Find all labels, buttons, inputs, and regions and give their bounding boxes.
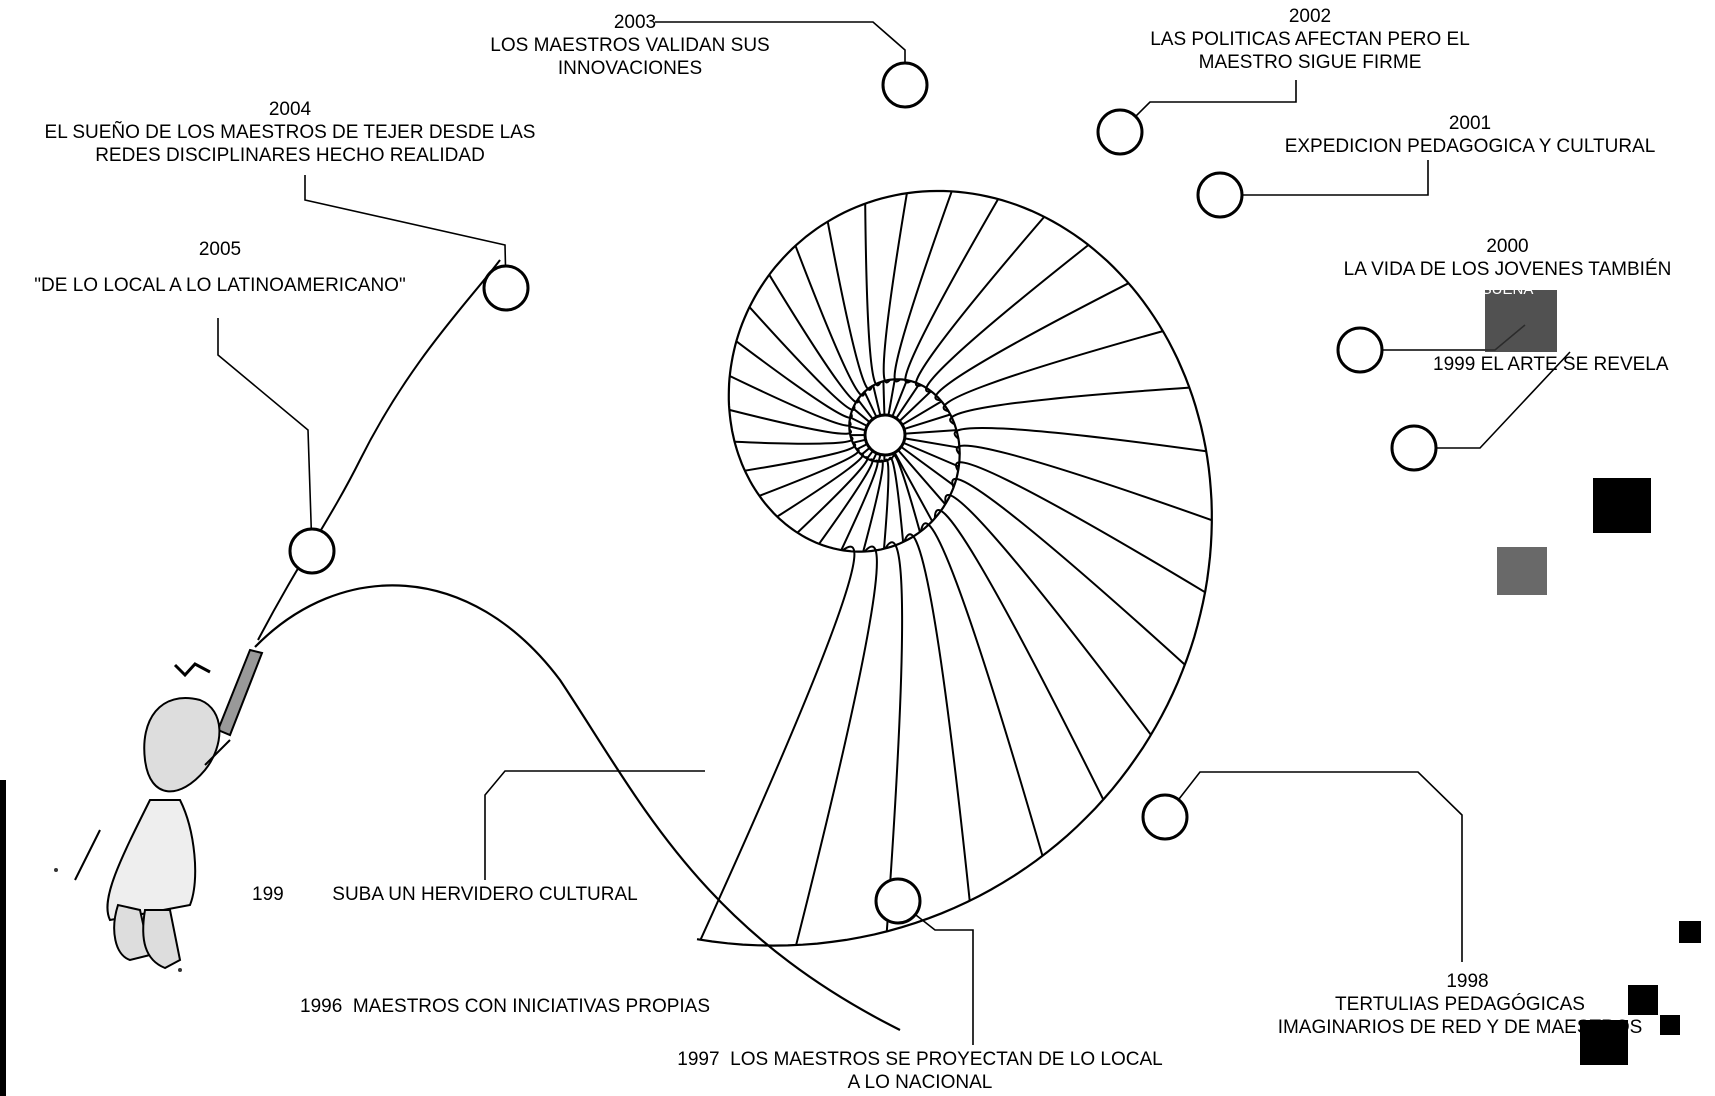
milestone-text: "DE LO LOCAL A LO LATINOAMERICANO" (10, 274, 430, 297)
milestone-year: 2004 (10, 98, 570, 121)
leader-line-m2001 (1220, 160, 1428, 195)
milestone-2003-label: 2003 LOS MAESTROS VALIDAN SUS INNOVACION… (470, 11, 790, 80)
spiral-rib (865, 204, 880, 386)
milestone-1996-label: 1996 MAESTROS CON INICIATIVAS PROPIAS (300, 995, 710, 1018)
spiral-tail-curve (255, 585, 900, 1030)
spiral-rib (952, 479, 1185, 665)
milestone-node-m2004 (484, 266, 528, 310)
milestone-year: 2002 (1120, 5, 1500, 28)
milestone-node-m1999 (1392, 426, 1436, 470)
spiral-ribs (701, 191, 1212, 945)
milestone-text: LAS POLITICAS AFECTAN PERO EL (1120, 28, 1500, 51)
milestone-text: A LO NACIONAL (640, 1071, 1200, 1094)
milestone-node-m1998 (1143, 795, 1187, 839)
milestone-year: 2003 (470, 11, 790, 34)
milestone-1997-label: 1997 LOS MAESTROS SE PROYECTAN DE LO LOC… (640, 1048, 1200, 1094)
leader-line-m199x (485, 771, 705, 880)
milestone-text: EXPEDICION PEDAGOGICA Y CULTURAL (1260, 135, 1680, 158)
milestone-text: SUBA UN HERVIDERO CULTURAL (332, 884, 637, 905)
spiral-rib (935, 510, 1103, 800)
spiral-rib (730, 376, 851, 426)
milestone-node-m2005 (290, 529, 334, 573)
milestone-text: LOS MAESTROS VALIDAN SUS (470, 34, 790, 57)
milestone-text: TERTULIAS PEDAGÓGICAS (1250, 993, 1670, 1016)
spiral-rib (955, 428, 1207, 451)
milestone-text: REDES DISCIPLINARES HECHO REALIDAD (10, 144, 570, 167)
spiral-rib (796, 246, 865, 396)
milestone-year: 2000 (1335, 235, 1680, 258)
spiral-path (697, 191, 1212, 946)
spiral-rib (884, 460, 888, 549)
spiral-rib (935, 283, 1128, 400)
milestone-2002-label: 2002 LAS POLITICAS AFECTAN PERO EL MAEST… (1120, 5, 1500, 74)
milestone-199-label: 199 SUBA UN HERVIDERO CULTURAL (252, 883, 638, 906)
spiral-rib (750, 307, 855, 410)
milestone-node-m2000 (1338, 328, 1382, 372)
milestone-year: 1998 (1250, 970, 1670, 993)
leader-line-m1998 (1165, 772, 1462, 962)
spiral-rib (735, 437, 853, 444)
milestone-node-m2003 (883, 63, 927, 107)
milestone-year: 1996 (300, 996, 342, 1017)
spiral-rib (796, 547, 877, 946)
milestone-text: INNOVACIONES (470, 57, 790, 80)
leader-line-m2005 (218, 318, 312, 551)
milestone-text: LA VIDA DE LOS JOVENES TAMBIÉN (1335, 258, 1680, 281)
milestone-node-m2001 (1198, 173, 1242, 217)
girl-figure-illustration (54, 650, 262, 972)
spiral-rib (745, 443, 855, 471)
spiral-rib (884, 193, 907, 382)
milestone-text: MAESTROS CON INICIATIVAS PROPIAS (353, 996, 710, 1017)
spiral-rib (905, 199, 998, 382)
milestone-text: IMAGINARIOS DE RED Y DE MAESTROS (1250, 1016, 1670, 1039)
milestone-year: 1999 (1433, 354, 1475, 375)
spiral-tail-curve-2 (258, 260, 500, 640)
milestone-2005-label: 2005 "DE LO LOCAL A LO LATINOAMERICANO" (10, 238, 430, 297)
spiral-rib (957, 446, 1212, 521)
milestone-1998-label: 1998 TERTULIAS PEDAGÓGICAS IMAGINARIOS D… (1250, 970, 1670, 1039)
milestone-text: LOS MAESTROS SE PROYECTAN DE LO LOCAL (730, 1049, 1163, 1070)
spiral-outline (697, 191, 1212, 946)
milestone-2004-label: 2004 EL SUEÑO DE LOS MAESTROS DE TEJER D… (10, 98, 570, 167)
milestone-2001-label: 2001 EXPEDICION PEDAGOGICA Y CULTURAL (1260, 112, 1680, 158)
spiral-rib (701, 547, 855, 940)
spiral-rib (797, 457, 867, 533)
spiral-center-node (865, 415, 905, 455)
milestone-text: EL ARTE SE REVELA (1481, 354, 1669, 375)
milestone-year: 2001 (1260, 112, 1680, 135)
spiral-rib (819, 459, 872, 543)
spiral-rib (950, 388, 1189, 425)
milestone-node-m2002 (1098, 110, 1142, 154)
milestone-year: 1997 (677, 1049, 719, 1070)
milestone-year: 199 (252, 884, 284, 905)
milestone-nodes (290, 63, 1436, 923)
spiral-rib (926, 245, 1088, 392)
spiral-rib (945, 495, 1151, 735)
spiral-rib (916, 217, 1044, 386)
milestone-text: MAESTRO SIGUE FIRME (1120, 51, 1500, 74)
spiral-rib (885, 542, 902, 931)
milestone-2000-label: 2000 LA VIDA DE LOS JOVENES TAMBIÉN SUEÑ… (1335, 235, 1680, 299)
milestone-node-m1997 (876, 879, 920, 923)
milestone-year: 2005 (10, 238, 430, 261)
milestone-1999-label: 1999 EL ARTE SE REVELA (1433, 353, 1669, 376)
milestone-text: SUEÑA (1335, 281, 1680, 299)
leader-line-m1997 (898, 901, 973, 1045)
milestone-text: EL SUEÑO DE LOS MAESTROS DE TEJER DESDE … (10, 121, 570, 144)
